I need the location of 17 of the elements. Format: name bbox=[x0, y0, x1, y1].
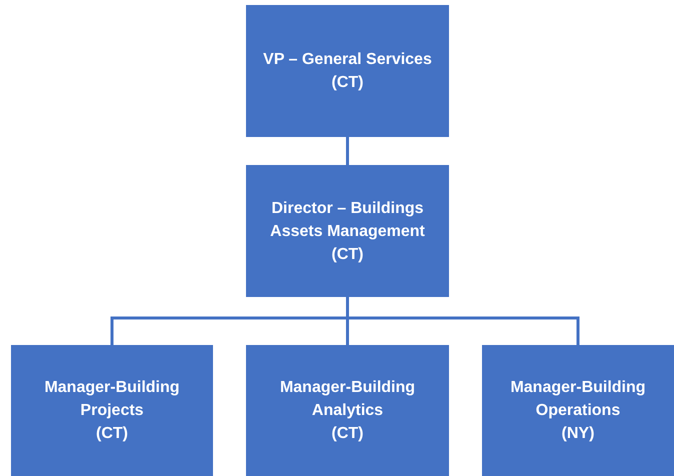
box-label: Manager-Building Analytics bbox=[278, 378, 416, 421]
box-label: Manager-Building Operations bbox=[509, 378, 647, 421]
org-box bbox=[246, 165, 449, 297]
box-label: VP – General Services bbox=[263, 50, 432, 70]
connector-line bbox=[346, 137, 349, 165]
org-box bbox=[246, 345, 449, 476]
box-label: (CT) bbox=[332, 424, 364, 444]
box-label: Manager-Building Projects bbox=[43, 378, 181, 421]
box-label: (CT) bbox=[332, 73, 364, 93]
org-box bbox=[246, 5, 449, 137]
box-label: (CT) bbox=[96, 424, 128, 444]
connector-line bbox=[346, 297, 580, 345]
box-label: (CT) bbox=[332, 244, 364, 264]
box-label: Director – Buildings Assets Management bbox=[269, 198, 426, 242]
org-box bbox=[482, 345, 674, 476]
org-box bbox=[11, 345, 213, 476]
box-label: (NY) bbox=[562, 424, 594, 444]
